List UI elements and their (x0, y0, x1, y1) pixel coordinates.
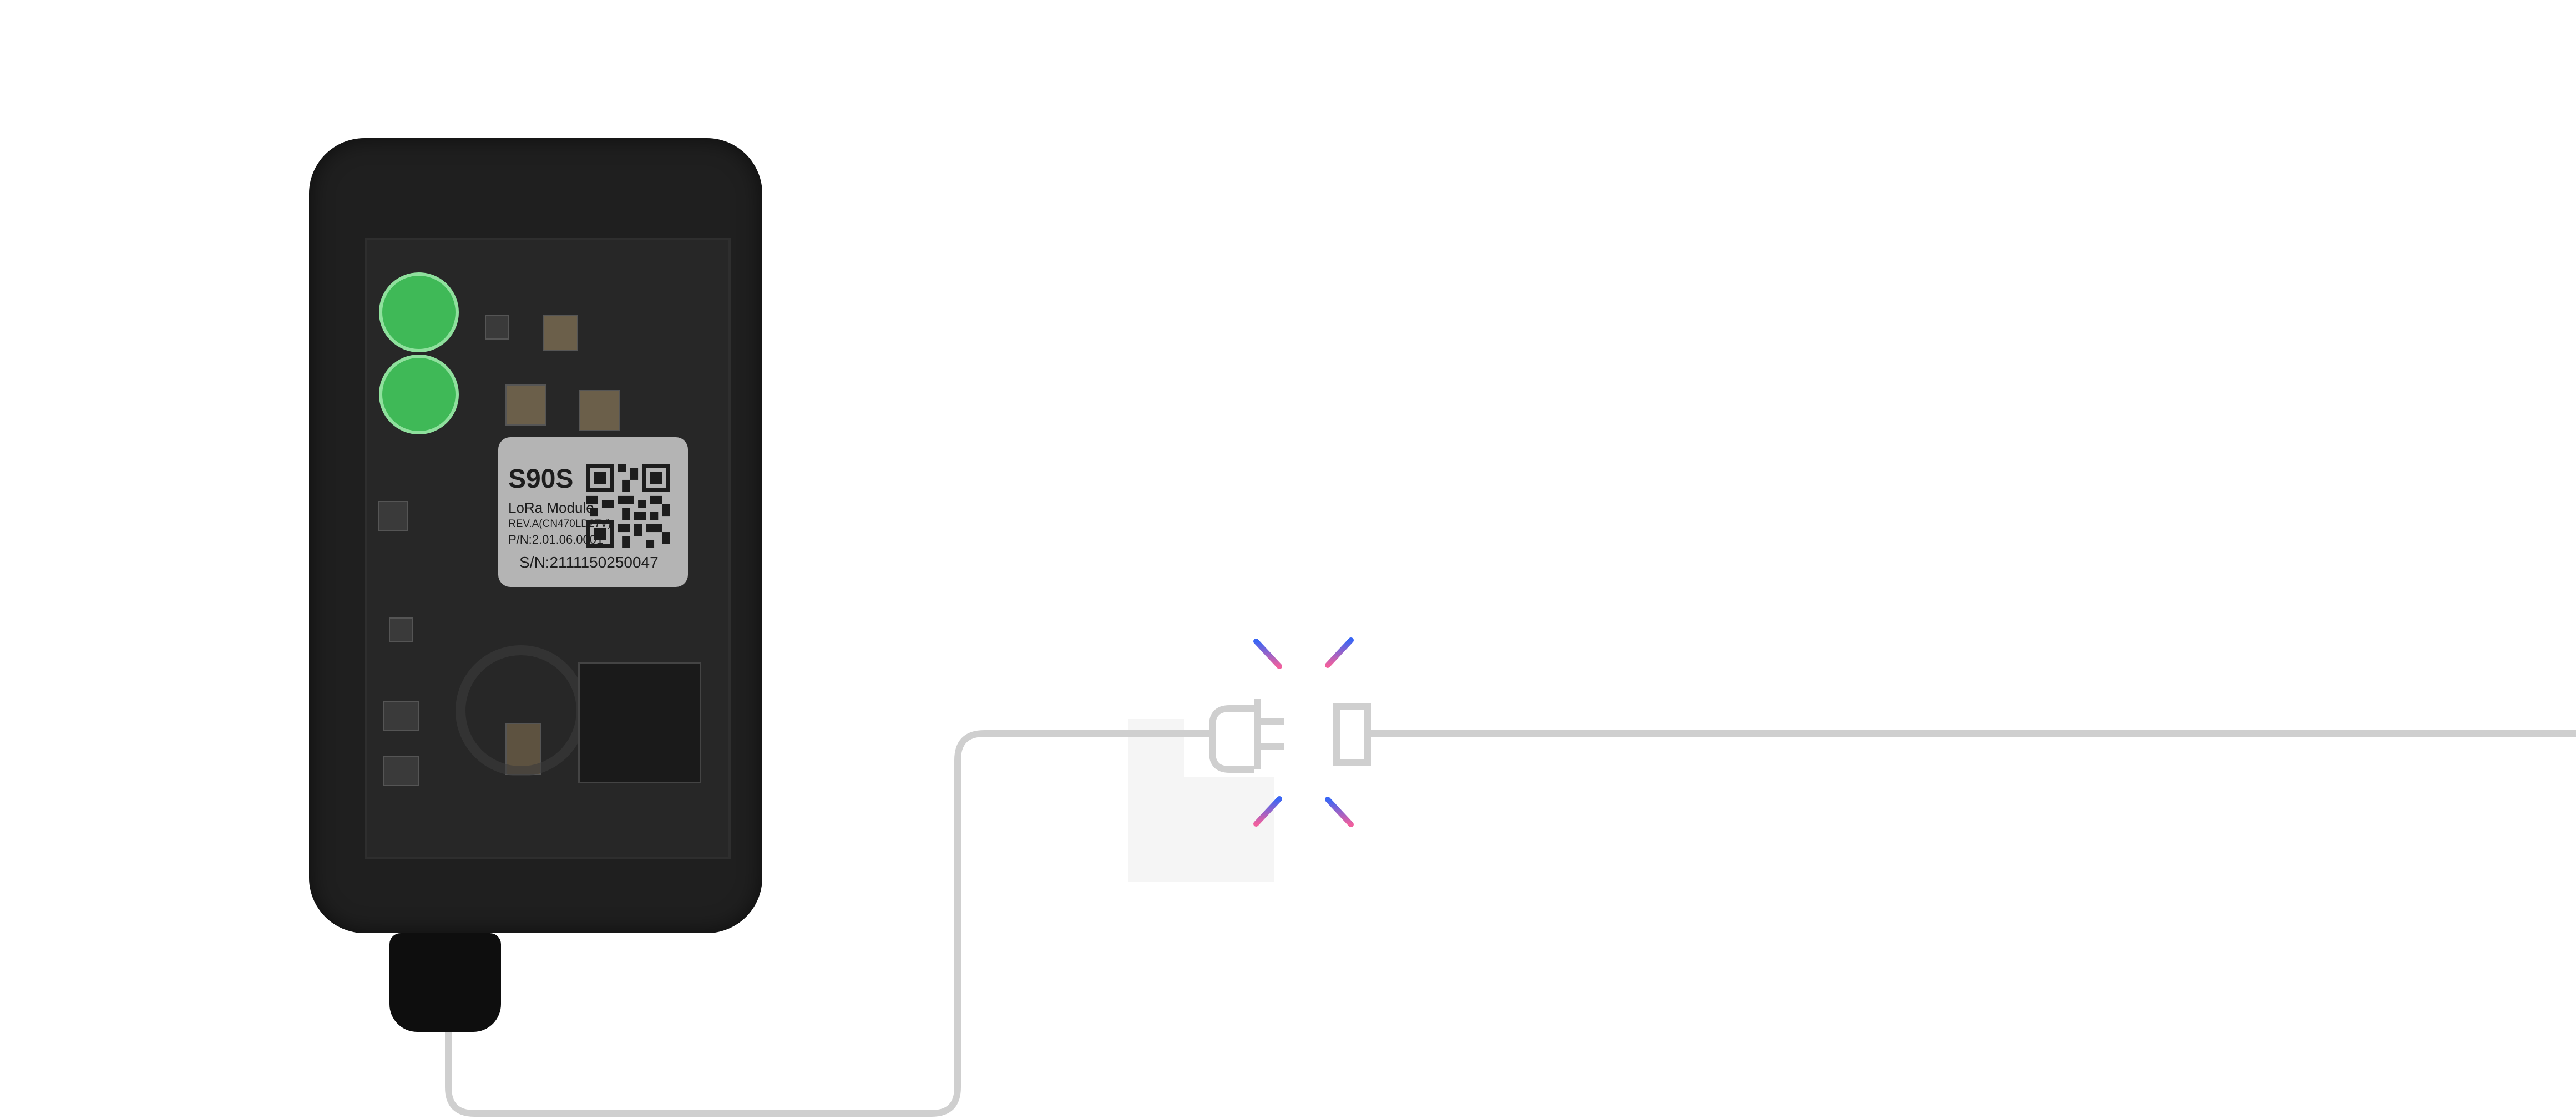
module-model: S90S (508, 464, 574, 494)
microcontroller-chip (578, 662, 701, 783)
status-led-indicator (379, 355, 459, 434)
power-led-indicator (379, 272, 459, 352)
module-serial-number: S/N:2111150250047 (519, 554, 659, 571)
module-label: S90S LoRa Module REV.A(CN470LD27V) P/N:2… (498, 437, 688, 587)
module-type: LoRa Module (508, 499, 594, 516)
cable-gland (389, 933, 501, 1032)
qr-code-icon (586, 464, 670, 548)
background-shape (1128, 719, 1274, 882)
spark-icon (1253, 624, 1354, 842)
module-revision: REV.A(CN470LD27V) (508, 518, 611, 530)
socket-icon (1333, 703, 2576, 766)
power-cable (445, 730, 1212, 1117)
plug-icon (1209, 699, 1284, 773)
